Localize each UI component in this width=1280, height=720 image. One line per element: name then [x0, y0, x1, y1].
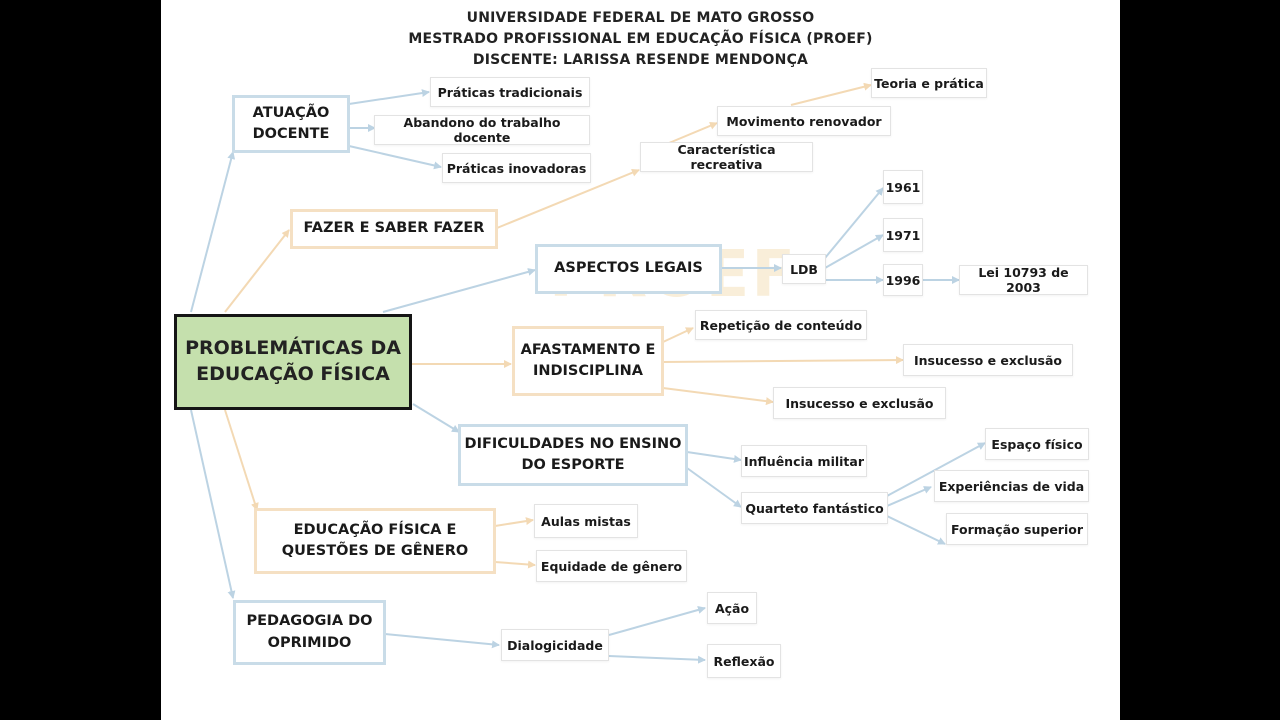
connector — [686, 467, 742, 508]
leaf-equidade-genero: Equidade de gênero — [536, 550, 687, 582]
connector — [494, 560, 536, 569]
connector — [790, 82, 872, 106]
header-program: MESTRADO PROFISSIONAL EM EDUCAÇÃO FÍSICA… — [408, 31, 873, 47]
leaf-movimento-renovador: Movimento renovador — [717, 106, 891, 136]
connector — [886, 442, 986, 497]
connector — [224, 229, 290, 313]
connector — [662, 387, 774, 406]
leaf-insucesso-exclusao-1: Insucesso e exclusão — [903, 344, 1073, 376]
connector — [668, 122, 718, 144]
branch-atuacao-docente: ATUAÇÃO DOCENTE — [232, 95, 350, 153]
leaf-acao: Ação — [707, 592, 757, 624]
connector — [886, 486, 932, 507]
connector — [608, 655, 706, 664]
leaf-espaco-fisico: Espaço físico — [985, 428, 1089, 460]
connector — [494, 517, 534, 527]
connector — [348, 145, 442, 170]
leaf-experiencias-vida: Experiências de vida — [934, 470, 1089, 502]
leaf-praticas-inovadoras: Práticas inovadoras — [442, 153, 591, 183]
branch-pedagogia-oprimido: PEDAGOGIA DO OPRIMIDO — [233, 600, 386, 665]
connector-lines — [190, 82, 986, 664]
leaf-dialogicidade: Dialogicidade — [501, 629, 609, 661]
header-university: UNIVERSIDADE FEDERAL DE MATO GROSSO — [466, 10, 815, 26]
connector — [886, 515, 946, 545]
leaf-ldb: LDB — [782, 254, 826, 284]
branch-afastamento-indisciplina: AFASTAMENTO E INDISCIPLINA — [512, 326, 664, 396]
header-student: DISCENTE: LARISSA RESENDE MENDONÇA — [472, 52, 809, 68]
leaf-insucesso-exclusao-2: Insucesso e exclusão — [773, 387, 946, 419]
leaf-reflexao: Reflexão — [707, 644, 781, 678]
connector — [824, 187, 884, 259]
branch-fazer-saber-fazer: FAZER E SABER FAZER — [290, 209, 498, 249]
leaf-lei-10793: Lei 10793 de 2003 — [959, 265, 1088, 295]
leaf-year-1996: 1996 — [883, 264, 923, 296]
leaf-quarteto-fantastico: Quarteto fantástico — [741, 492, 888, 524]
connector — [190, 409, 236, 599]
leaf-caracteristica-recreativa: Característica recreativa — [640, 142, 813, 172]
leaf-repeticao-conteudo: Repetição de conteúdo — [695, 310, 867, 340]
connector — [496, 168, 640, 229]
connector — [824, 234, 884, 269]
leaf-formacao-superior: Formação superior — [946, 513, 1088, 545]
leaf-abandono: Abandono do trabalho docente — [374, 115, 590, 145]
connector — [662, 356, 904, 365]
leaf-teoria-pratica: Teoria e prática — [871, 68, 987, 98]
connector — [412, 403, 460, 433]
connector — [348, 89, 430, 105]
connector — [224, 409, 259, 511]
leaf-influencia-militar: Influência militar — [741, 445, 867, 477]
connector — [608, 606, 706, 636]
leaf-praticas-tradicionais: Práticas tradicionais — [430, 77, 590, 107]
connector — [190, 151, 236, 313]
central-node: PROBLEMÁTICAS DA EDUCAÇÃO FÍSICA — [174, 314, 412, 410]
leaf-year-1961: 1961 — [883, 170, 923, 204]
branch-aspectos-legais: ASPECTOS LEGAIS — [535, 244, 722, 294]
leaf-aulas-mistas: Aulas mistas — [534, 504, 638, 538]
leaf-year-1971: 1971 — [883, 218, 923, 252]
mind-map-canvas: PROEF — [161, 0, 1120, 720]
branch-genero: EDUCAÇÃO FÍSICA E QUESTÕES DE GÊNERO — [254, 508, 496, 574]
connector — [382, 268, 536, 313]
connector — [384, 633, 500, 649]
connector — [662, 327, 694, 343]
connector — [686, 451, 742, 463]
branch-dificuldades-esporte: DIFICULDADES NO ENSINO DO ESPORTE — [458, 424, 688, 486]
